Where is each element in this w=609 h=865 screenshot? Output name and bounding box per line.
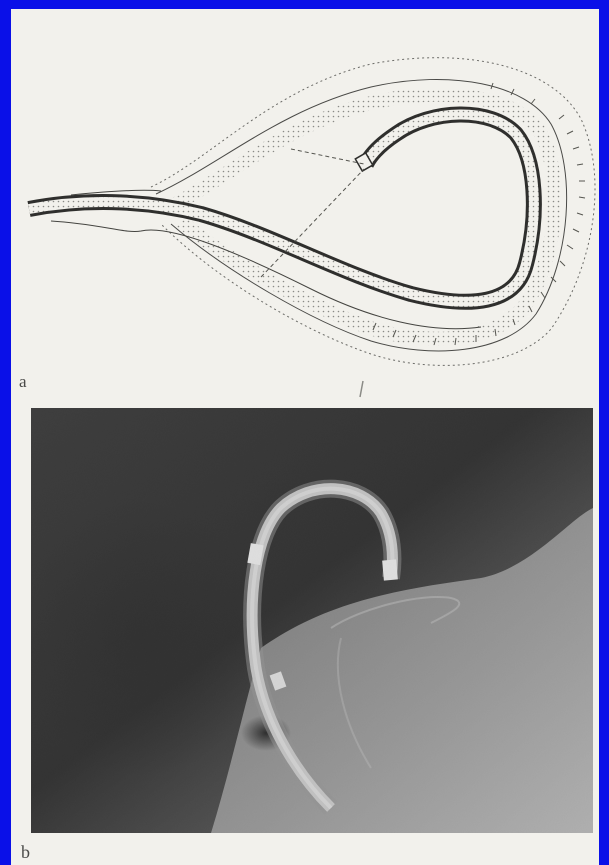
film-grain: [31, 408, 593, 833]
guide-line-2: [291, 149, 364, 164]
small-mark: [360, 381, 363, 397]
figure-page: a: [11, 9, 599, 865]
catheter-loop-drawing-icon: [11, 9, 599, 409]
panel-b-label: b: [21, 843, 30, 861]
panel-a-label: a: [19, 373, 27, 390]
catheter-xray-photo-icon: [31, 408, 593, 833]
